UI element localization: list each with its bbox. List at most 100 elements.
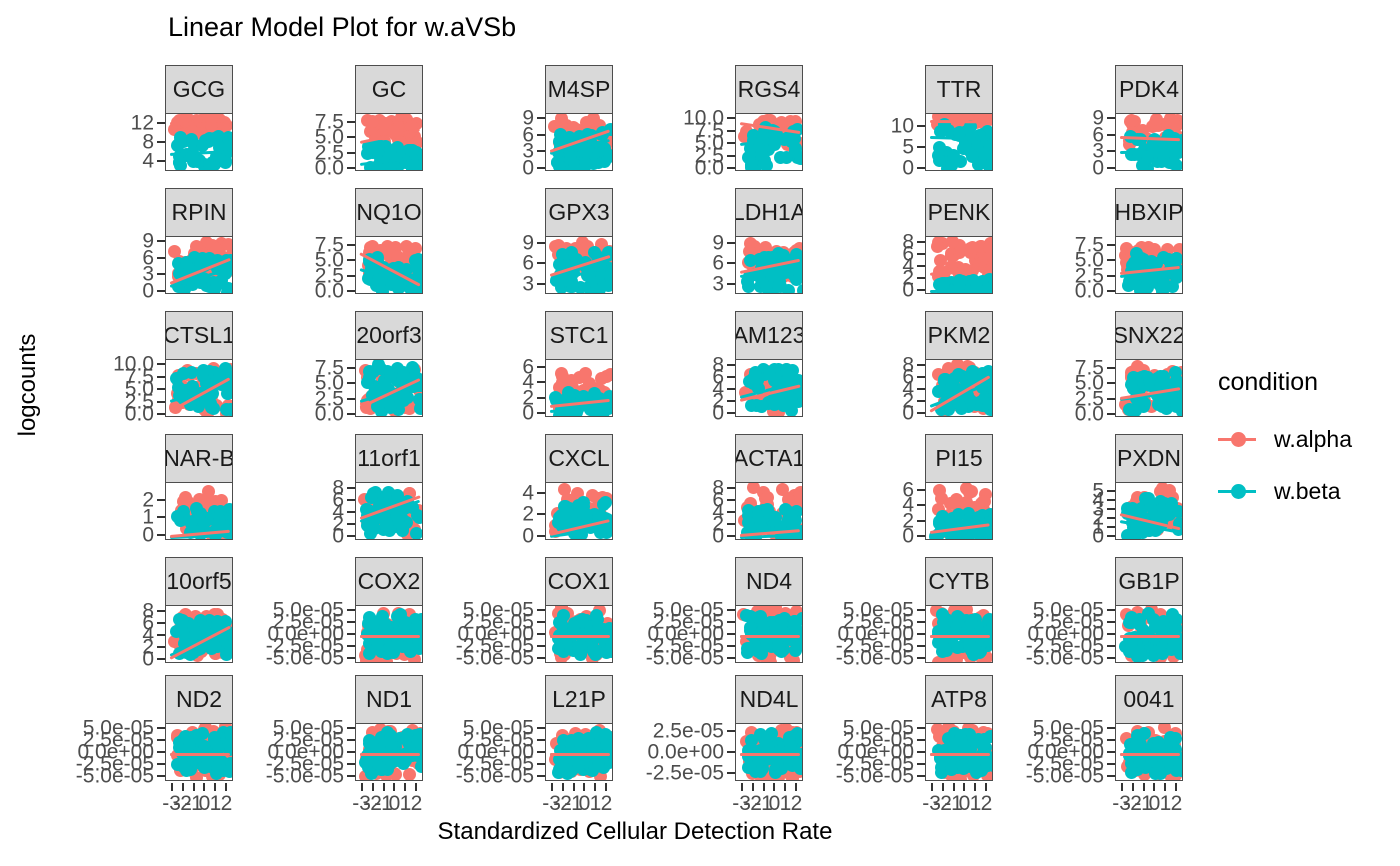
legend-item[interactable]: w.alpha xyxy=(1218,419,1393,459)
facet-strip-label: GC xyxy=(371,76,407,102)
y-tick-label: 0.0e+00 xyxy=(457,622,535,646)
facet-panel: M4SP xyxy=(545,65,613,171)
y-tick-label: 7.5 xyxy=(314,110,344,134)
y-tick-mark xyxy=(347,151,355,154)
y-tick-label: -5.0e-05 xyxy=(455,764,534,788)
y-tick-mark xyxy=(917,241,925,244)
data-point xyxy=(1156,251,1170,265)
y-tick-label: -2.5e-05 xyxy=(645,634,724,658)
data-point xyxy=(406,162,420,170)
facet-strip: CXCL xyxy=(545,434,613,482)
data-point xyxy=(964,613,978,627)
y-tick-label: 6 xyxy=(332,488,344,512)
facet-strip: NAR-B xyxy=(165,434,233,482)
legend-title: condition xyxy=(1218,368,1319,396)
facet-strip-label: AM123 xyxy=(735,322,803,348)
y-tick-label: 2.5e-05 xyxy=(842,728,914,752)
y-tick-mark xyxy=(347,367,355,370)
facet-strip: GC xyxy=(355,65,423,113)
y-tick-label: 4 xyxy=(522,370,534,394)
facet-strip: GCG xyxy=(165,65,233,113)
y-tick-mark xyxy=(347,763,355,766)
y-tick-mark xyxy=(1107,620,1115,623)
y-tick-mark xyxy=(727,129,735,132)
data-point xyxy=(188,154,202,168)
facet-plot-area xyxy=(735,359,803,417)
y-tick-label: 9 xyxy=(142,229,154,253)
facet-panel: ND1 xyxy=(355,675,423,781)
y-tick-mark xyxy=(537,365,545,368)
facet-strip: M4SP xyxy=(545,65,613,113)
data-point xyxy=(209,278,223,291)
y-tick-label: 4 xyxy=(142,623,154,647)
y-tick-label: -5.0e-05 xyxy=(645,646,724,670)
data-point xyxy=(962,485,976,499)
y-tick-mark xyxy=(157,533,165,536)
facet-strip-label: STC1 xyxy=(549,322,609,348)
x-tick-label: 1 xyxy=(209,792,222,815)
y-tick-mark xyxy=(727,364,735,367)
y-tick-label: 6 xyxy=(902,478,914,502)
page-title: Linear Model Plot for w.aVSb xyxy=(168,12,517,42)
y-tick-label: -2.5e-05 xyxy=(835,634,914,658)
facet-strip-label: L21P xyxy=(552,686,606,712)
y-tick-mark xyxy=(347,775,355,778)
facet-panel: NAR-B xyxy=(165,434,233,540)
data-point xyxy=(222,282,232,293)
facet-strip: ATP8 xyxy=(925,675,993,723)
facet-panel: GCG xyxy=(165,65,233,171)
y-tick-mark xyxy=(1107,657,1115,660)
facet-strip-label: CXCL xyxy=(548,445,610,471)
y-tick-mark xyxy=(157,658,165,661)
data-point xyxy=(1128,403,1142,416)
data-point xyxy=(582,731,596,745)
regression-line xyxy=(930,119,990,123)
y-tick-label: 6 xyxy=(902,365,914,389)
facet-strip-label: PXDN xyxy=(1117,445,1181,471)
data-point xyxy=(956,762,970,776)
y-tick-label: 2 xyxy=(1092,506,1104,530)
y-tick-label: 2.5e-05 xyxy=(1032,728,1104,752)
facet-panel: SNX22 xyxy=(1115,311,1183,417)
data-point xyxy=(1169,399,1182,413)
y-tick-label: 2.5e-05 xyxy=(652,719,724,743)
y-tick-mark xyxy=(347,487,355,490)
x-tick-label: 1 xyxy=(969,792,982,815)
data-point xyxy=(188,624,202,638)
y-tick-mark xyxy=(347,511,355,514)
data-point xyxy=(1157,369,1171,383)
y-tick-mark xyxy=(1107,397,1115,400)
facet-strip: 11orf1 xyxy=(355,434,423,482)
y-tick-label: 8 xyxy=(712,476,724,500)
legend-item[interactable]: w.beta xyxy=(1218,471,1393,511)
y-tick-label: -2.5e-05 xyxy=(265,634,344,658)
facet-plot-area xyxy=(545,236,613,294)
y-tick-label: 2.5 xyxy=(1074,264,1104,288)
y-tick-mark xyxy=(537,396,545,399)
y-tick-mark xyxy=(537,133,545,136)
x-tick-mark xyxy=(594,783,597,791)
facet-plot-area xyxy=(735,605,803,663)
y-tick-label: 0.0e+00 xyxy=(837,622,915,646)
data-point xyxy=(1165,496,1179,510)
data-point xyxy=(219,647,232,661)
y-tick-label: 2 xyxy=(142,635,154,659)
y-tick-label: 7.5 xyxy=(124,365,154,388)
y-tick-mark xyxy=(1107,534,1115,537)
y-tick-label: -2.5e-05 xyxy=(1025,752,1104,776)
x-tick-mark xyxy=(1120,783,1123,791)
facet-plot-area xyxy=(545,113,613,171)
legend-label: w.alpha xyxy=(1274,425,1353,452)
legend-items: w.alpha w.beta xyxy=(1218,419,1393,511)
y-tick-label: 2.5e-05 xyxy=(82,728,154,752)
y-tick-mark xyxy=(1107,150,1115,153)
facet-panel: CYTB xyxy=(925,557,993,663)
data-point xyxy=(366,115,380,129)
y-tick-label: 2 xyxy=(332,512,344,536)
facet-strip-label: PENK xyxy=(927,199,991,225)
y-tick-label: 5.0 xyxy=(1074,248,1104,272)
y-tick-mark xyxy=(1107,738,1115,741)
facet-strip: GPX3 xyxy=(545,188,613,236)
y-tick-label: 9 xyxy=(712,231,724,255)
